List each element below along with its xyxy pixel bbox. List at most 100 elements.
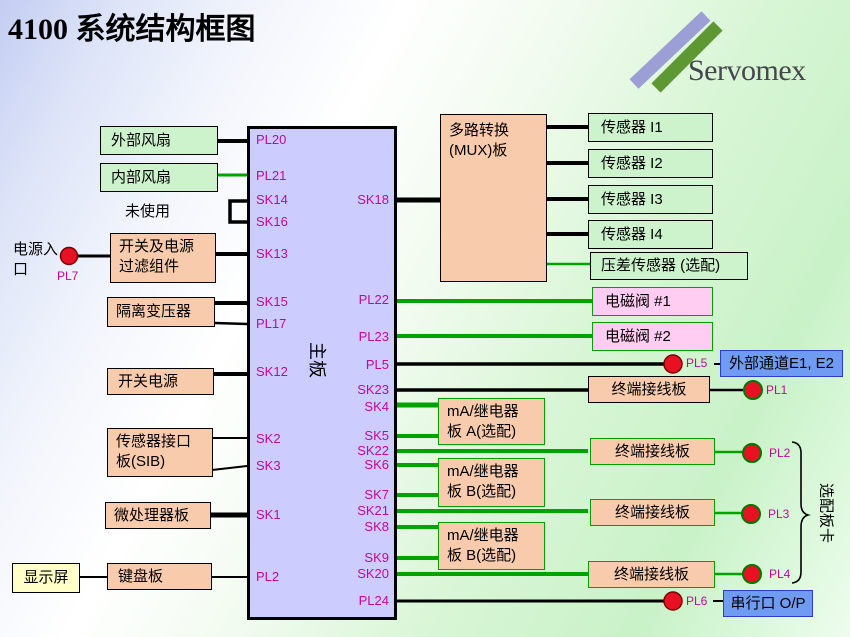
sensor-i2-label: 传感器 I2	[601, 154, 663, 172]
pl1-label: PL1	[766, 383, 788, 397]
external-fan-box: 外部风扇	[100, 126, 218, 155]
connector-pl3-circle	[741, 504, 761, 524]
ma-relay-b1-line2: 板 B(选配)	[447, 483, 517, 500]
sib-line1: 传感器接口	[116, 433, 192, 450]
power-inlet-label: 电源入口	[13, 240, 58, 280]
page-title: 4100 系统结构框图	[8, 13, 256, 46]
terminal-board-2: 终端接线板	[590, 438, 715, 465]
pin-sk16: SK16	[256, 214, 288, 229]
pin-sk14: SK14	[256, 192, 288, 207]
pin-sk9: SK9	[364, 550, 389, 565]
serial-port-box: 串行口 O/P	[723, 590, 813, 617]
microprocessor-label: 微处理器板	[114, 506, 190, 524]
sib-box: 传感器接口板(SIB)	[107, 428, 213, 477]
pl4-label: PL4	[769, 567, 791, 581]
power-filter-line1: 开关及电源	[119, 238, 195, 255]
pin-pl20: PL20	[256, 132, 287, 147]
sensor-i3-box: 传感器 I3	[588, 185, 713, 214]
keyboard-box: 键盘板	[107, 563, 212, 590]
power-filter-line2: 过滤组件	[119, 258, 180, 275]
ma-relay-b2-box: mA/继电器板 B(选配)	[438, 522, 545, 570]
connector-pl5-circle	[663, 354, 683, 374]
external-fan-label: 外部风扇	[111, 131, 172, 149]
pin-sk7: SK7	[364, 487, 389, 502]
pin-sk22: SK22	[357, 443, 389, 458]
main-board-box	[247, 126, 397, 620]
connector-pl7-circle	[59, 246, 79, 266]
pin-sk8: SK8	[364, 519, 389, 534]
valve1-box: 电磁阀 #1	[592, 287, 713, 316]
pin-pl17: PL17	[256, 316, 287, 331]
ma-relay-b1-line1: mA/继电器	[447, 463, 519, 480]
sib-line2: 板(SIB)	[116, 453, 166, 470]
sensor-i4-label: 传感器 I4	[601, 225, 663, 243]
pl2-label: PL2	[769, 446, 791, 460]
pin-sk23: SK23	[357, 382, 389, 397]
optional-cards-brace	[791, 441, 811, 584]
ma-relay-a-box: mA/继电器板 A(选配)	[438, 398, 545, 445]
terminal-board-4-label: 终端接线板	[613, 565, 689, 583]
power-inlet-line1: 电源入	[13, 241, 59, 258]
power-inlet-line2: 口	[13, 261, 29, 278]
connector-pl1-circle	[743, 380, 763, 400]
internal-fan-box: 内部风扇	[100, 163, 218, 192]
internal-fan-label: 内部风扇	[111, 168, 172, 186]
pin-sk3: SK3	[256, 458, 281, 473]
pl7-label: PL7	[57, 269, 79, 283]
pin-pl24: PL24	[358, 593, 389, 608]
pin-pl5: PL5	[365, 357, 389, 372]
terminal-board-1: 终端接线板	[588, 376, 710, 403]
connector-pl6-circle	[663, 591, 683, 611]
sensor-i3-label: 传感器 I3	[601, 190, 663, 208]
pl3-label: PL3	[768, 507, 790, 521]
pin-sk4: SK4	[364, 399, 389, 414]
power-filter-box: 开关及电源过滤组件	[110, 233, 216, 283]
main-board-label: 主板	[307, 342, 327, 378]
pin-sk15: SK15	[256, 294, 288, 309]
display-label: 显示屏	[23, 569, 69, 586]
switch-psu-box: 开关电源	[107, 368, 214, 395]
terminal-board-3-label: 终端接线板	[614, 503, 690, 521]
terminal-board-3: 终端接线板	[590, 499, 715, 526]
pin-sk20: SK20	[357, 566, 389, 581]
ma-relay-a-line1: mA/继电器	[447, 403, 519, 420]
mux-line1: 多路转换	[449, 122, 510, 139]
pressure-sensor-box: 压差传感器 (选配)	[590, 252, 748, 280]
pin-sk21: SK21	[357, 503, 389, 518]
external-channel-label: 外部通道E1, E2	[728, 354, 835, 372]
pin-sk2: SK2	[256, 431, 281, 446]
pin-sk1: SK1	[256, 507, 281, 522]
pin-sk5: SK5	[364, 428, 389, 443]
pin-pl23: PL23	[358, 329, 389, 344]
pin-sk12: SK12	[256, 364, 288, 379]
pl5-label: PL5	[686, 356, 708, 370]
sensor-i1-box: 传感器 I1	[588, 113, 713, 142]
mux-box: 多路转换 (MUX)板	[440, 114, 547, 282]
serial-port-label: 串行口 O/P	[730, 594, 806, 612]
pin-sk6: SK6	[364, 457, 389, 472]
servomex-logo-text: Servomex	[688, 54, 806, 87]
sensor-i4-box: 传感器 I4	[588, 220, 713, 249]
isolation-transformer-label: 隔离变压器	[116, 303, 192, 320]
terminal-board-4: 终端接线板	[588, 561, 715, 588]
sensor-i2-box: 传感器 I2	[588, 149, 713, 178]
keyboard-label: 键盘板	[118, 567, 164, 585]
mux-line2: (MUX)板	[449, 142, 508, 159]
terminal-board-1-label: 终端接线板	[611, 380, 687, 398]
external-channel-box: 外部通道E1, E2	[720, 350, 843, 377]
pin-sk18: SK18	[357, 192, 389, 207]
unused-note: 未使用	[125, 203, 171, 220]
microprocessor-box: 微处理器板	[105, 502, 211, 529]
display-box: 显示屏	[12, 563, 80, 593]
valve2-box: 电磁阀 #2	[592, 322, 713, 351]
pl6-label: PL6	[686, 594, 708, 608]
isolation-transformer-box: 隔离变压器	[107, 297, 215, 327]
pin-pl2: PL2	[256, 569, 280, 584]
switch-psu-label: 开关电源	[118, 372, 179, 390]
sensor-i1-label: 传感器 I1	[601, 118, 663, 136]
connector-pl2-circle	[742, 443, 762, 463]
ma-relay-b2-line1: mA/继电器	[447, 527, 519, 544]
pin-pl21: PL21	[256, 168, 287, 183]
valve1-label: 电磁阀 #1	[605, 292, 671, 310]
